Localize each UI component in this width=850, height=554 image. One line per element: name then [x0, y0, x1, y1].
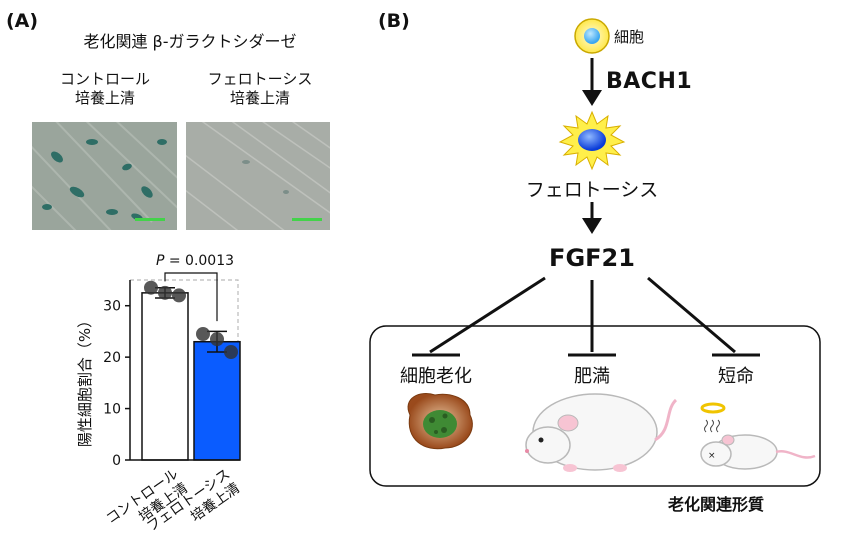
image-label-ferroptosis-line1: フェロトーシス — [207, 70, 313, 88]
target-label-shortlife: 短命 — [718, 366, 754, 387]
panel-a-label: (A) — [6, 10, 39, 32]
target-label-senescence: 細胞老化 — [400, 366, 472, 387]
obese-mouse-icon — [525, 393, 678, 472]
data-point — [158, 285, 172, 300]
image-label-control: コントロール 培養上清 — [30, 70, 180, 108]
panel-a-title: 老化関連 β-ガラクトシダーゼ — [83, 32, 297, 51]
scale-bar — [135, 218, 165, 221]
dead-mouse-icon: × — [700, 402, 816, 470]
gene-label: BACH1 — [606, 69, 693, 94]
arrow-down-icon — [582, 202, 602, 234]
factor-label: FGF21 — [549, 244, 635, 272]
p-value-label: P = 0.0013 — [156, 253, 234, 269]
scale-bar — [292, 218, 322, 221]
ferroptotic-cell-icon — [558, 110, 626, 171]
process-label: フェロトーシス — [525, 179, 659, 201]
cell-icon — [574, 18, 610, 54]
inhibition-lines — [412, 276, 760, 357]
image-label-ferroptosis: フェロトーシス 培養上清 — [185, 70, 335, 108]
data-point — [144, 280, 158, 295]
micrograph-ferroptosis — [186, 122, 330, 230]
image-label-control-line1: コントロール — [59, 70, 150, 88]
y-axis-label: 陽性細胞割合（%） — [76, 313, 94, 447]
y-tick-label: 30 — [103, 299, 121, 315]
traits-box — [369, 325, 821, 487]
svg-text:×: × — [708, 451, 716, 461]
micrograph-control — [32, 122, 177, 230]
bar — [193, 340, 241, 461]
image-label-control-line2: 培養上清 — [74, 89, 135, 107]
significance-bracket — [164, 272, 218, 322]
arrow-down-icon — [582, 58, 602, 106]
data-point — [224, 345, 238, 359]
micrograph-control-image — [32, 122, 177, 230]
y-tick-label: 10 — [103, 402, 121, 418]
traits-caption: 老化関連形質 — [668, 495, 765, 514]
y-tick-label: 20 — [103, 350, 121, 366]
bar — [141, 292, 189, 461]
micrograph-ferroptosis-image — [186, 122, 330, 230]
target-label-obesity: 肥満 — [574, 366, 610, 387]
y-tick-label: 0 — [112, 453, 121, 469]
panel-b-label: (B) — [378, 10, 410, 32]
image-label-ferroptosis-line2: 培養上清 — [229, 89, 290, 107]
senescent-cell-icon — [407, 393, 473, 450]
cell-label: 細胞 — [614, 28, 645, 46]
data-point — [210, 332, 224, 347]
data-point — [196, 327, 210, 341]
data-point — [172, 288, 186, 303]
